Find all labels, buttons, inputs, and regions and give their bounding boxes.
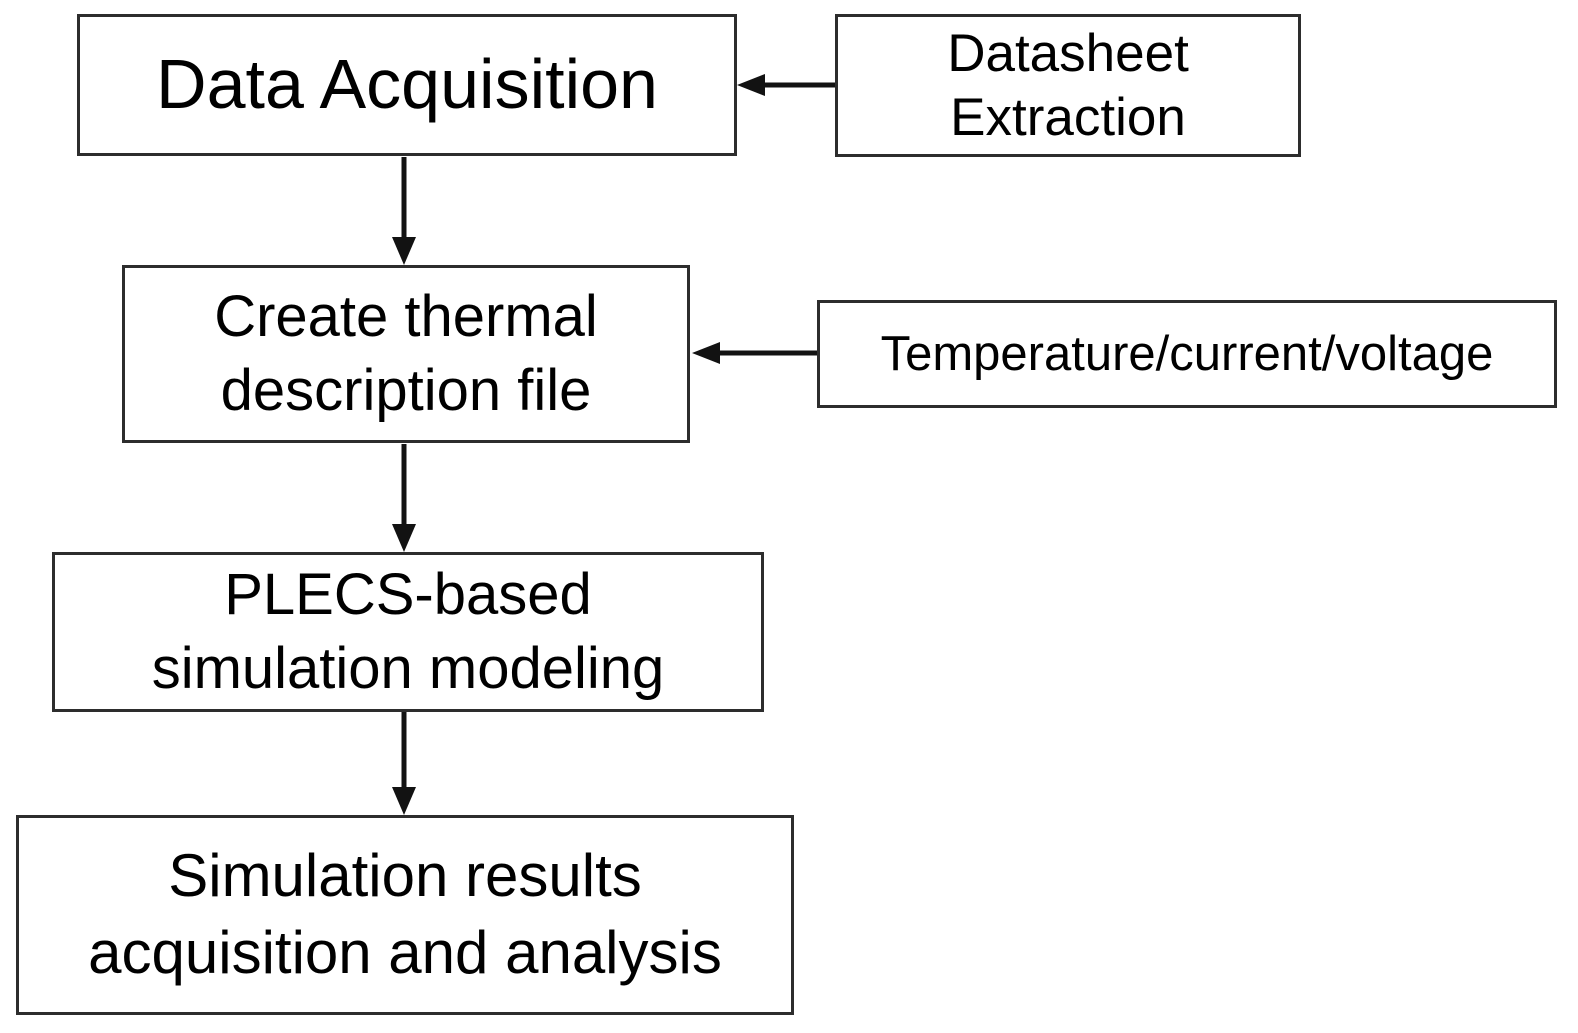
arrow-create-thermal-to-plecs [392,444,416,552]
node-create-thermal-description-file: Create thermal description file [122,265,690,443]
node-temperature-current-voltage: Temperature/current/voltage [817,300,1557,408]
arrow-plecs-to-simulation-results [392,712,416,815]
node-simulation-results-analysis: Simulation results acquisition and analy… [16,815,794,1015]
node-plecs-simulation-modeling: PLECS-based simulation modeling [52,552,764,712]
arrow-data-acquisition-to-create-thermal [392,157,416,265]
arrow-datasheet-extraction-to-data-acquisition [737,74,835,96]
node-data-acquisition: Data Acquisition [77,14,737,156]
node-datasheet-extraction: Datasheet Extraction [835,14,1301,157]
arrow-temperature-to-create-thermal [692,342,817,364]
